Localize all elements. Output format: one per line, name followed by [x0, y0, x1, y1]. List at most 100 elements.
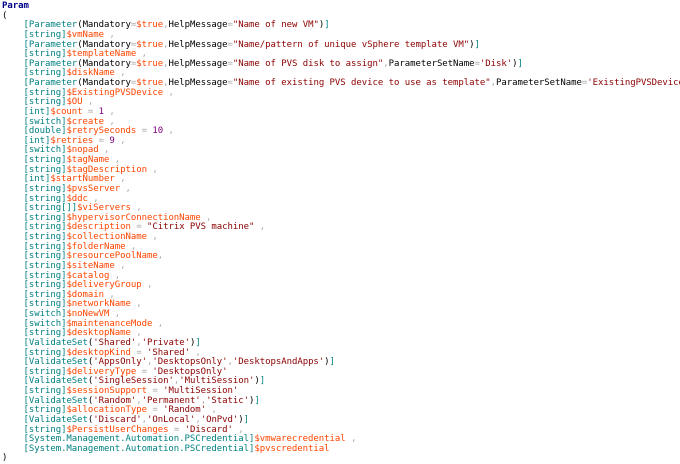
- text-token: [2, 59, 23, 69]
- text-token: [2, 194, 23, 204]
- type-token: [: [23, 20, 29, 31]
- text-token: [2, 78, 23, 88]
- string-token: 'Shared': [93, 337, 137, 348]
- text-token: ): [318, 20, 325, 31]
- text-token: ): [324, 357, 330, 368]
- type-token: ValidateSet: [28, 414, 88, 425]
- type-token: ValidateSet: [28, 337, 88, 348]
- variable-token: $desktopName: [66, 328, 131, 339]
- text-token: ): [512, 58, 518, 69]
- text-token: ): [469, 39, 475, 50]
- string-token: 'OnLocal': [147, 414, 196, 425]
- variable-token: $noNewVM: [66, 309, 110, 319]
- type-token: [switch]: [23, 145, 67, 156]
- code-line: [string]$templateName ,: [2, 49, 680, 60]
- operator-token: ,: [157, 251, 164, 262]
- text-token: ): [249, 395, 255, 406]
- code-line: [string]$desktopName ,: [2, 328, 680, 339]
- variable-token: $vmwarecredential: [254, 434, 346, 445]
- type-token: [switch]: [23, 116, 67, 127]
- code-line: (: [2, 11, 680, 22]
- text-token: ): [189, 337, 196, 348]
- text-token: [2, 165, 23, 175]
- string-token: 'Static': [206, 395, 250, 406]
- attribute-name-token: HelpMessage: [168, 39, 228, 50]
- code-line: [switch]$create ,: [2, 116, 680, 128]
- operator-token: =: [581, 78, 588, 88]
- operator-token: ,: [120, 135, 126, 146]
- operator-token: =: [227, 39, 233, 50]
- variable-token: $desktopKind: [66, 347, 131, 358]
- string-token: 'Random': [163, 405, 207, 416]
- variable-token: $tagName: [66, 155, 110, 165]
- text-token: (: [87, 357, 94, 368]
- type-token: [: [23, 376, 29, 387]
- type-token: [string]: [23, 366, 67, 377]
- operator-token: ,: [163, 78, 169, 88]
- text-token: [2, 405, 23, 415]
- attribute-name-token: ParameterSetName: [495, 78, 582, 88]
- text-token: ): [2, 453, 8, 464]
- code-line: [int]$count = 1 ,: [2, 106, 680, 118]
- variable-token: $retrySeconds: [66, 126, 137, 137]
- code-line: [string[]]$viServers ,: [2, 203, 680, 214]
- operator-token: =: [130, 78, 137, 88]
- variable-token: $true: [136, 20, 164, 31]
- code-line: [int]$retries = 9 ,: [2, 135, 680, 147]
- number-token: 9: [109, 135, 115, 146]
- variable-token: $retries: [50, 135, 94, 146]
- variable-token: $count: [50, 106, 83, 117]
- string-token: "Name/pattern of unique vSphere template…: [232, 39, 470, 50]
- text-token: [2, 434, 23, 444]
- operator-token: =: [227, 20, 233, 31]
- variable-token: $catalog: [66, 270, 110, 281]
- type-token: Parameter: [28, 20, 78, 31]
- operator-token: =: [136, 347, 142, 358]
- type-token: [double]: [23, 126, 67, 137]
- type-token: [string]: [23, 328, 67, 339]
- text-token: [2, 222, 23, 232]
- code-line: [string]$deliveryGroup ,: [2, 280, 680, 291]
- text-token: [2, 203, 23, 213]
- keyword-token: Param: [2, 1, 29, 11]
- type-token: ValidateSet: [28, 395, 88, 406]
- variable-token: $true: [136, 78, 164, 88]
- attribute-name-token: HelpMessage: [168, 78, 228, 88]
- operator-token: ,: [227, 357, 233, 368]
- operator-token: ,: [141, 414, 147, 425]
- type-token: [: [23, 78, 29, 88]
- string-token: 'Shared': [146, 347, 190, 358]
- operator-token: ,: [136, 328, 142, 339]
- string-token: 'ExistingPVSDevice': [587, 78, 680, 88]
- type-token: [int]: [23, 174, 51, 185]
- code-line: [string]$tagDescription ,: [2, 165, 680, 176]
- code-line: [System.Management.Automation.PSCredenti…: [2, 444, 680, 455]
- operator-token: ,: [109, 116, 115, 127]
- type-token: [switch]: [23, 309, 67, 319]
- type-token: ]: [324, 20, 330, 31]
- variable-token: $templateName: [66, 49, 137, 60]
- string-token: 'Permanent': [141, 395, 201, 406]
- code-line: [ValidateSet('Random','Permanent','Stati…: [2, 395, 680, 407]
- type-token: ]: [254, 395, 260, 406]
- string-token: 'Discard': [184, 424, 233, 435]
- operator-token: ,: [211, 405, 217, 416]
- code-line: [string]$vmName ,: [2, 30, 680, 41]
- operator-token: ,: [93, 193, 99, 204]
- text-token: ): [254, 376, 260, 387]
- type-token: [string]: [23, 97, 67, 108]
- string-token: 'Random': [93, 395, 137, 406]
- operator-token: ,: [238, 424, 244, 435]
- text-token: [2, 309, 23, 319]
- variable-token: $viServers: [77, 203, 131, 214]
- type-token: ValidateSet: [28, 376, 88, 387]
- type-token: [string]: [23, 270, 67, 281]
- text-token: [2, 117, 23, 127]
- operator-token: =: [130, 20, 137, 31]
- operator-token: ,: [195, 347, 201, 358]
- text-token: [2, 348, 23, 358]
- text-token: (: [87, 414, 94, 425]
- text-token: [2, 49, 23, 59]
- code-line: [string]$siteName ,: [2, 261, 680, 272]
